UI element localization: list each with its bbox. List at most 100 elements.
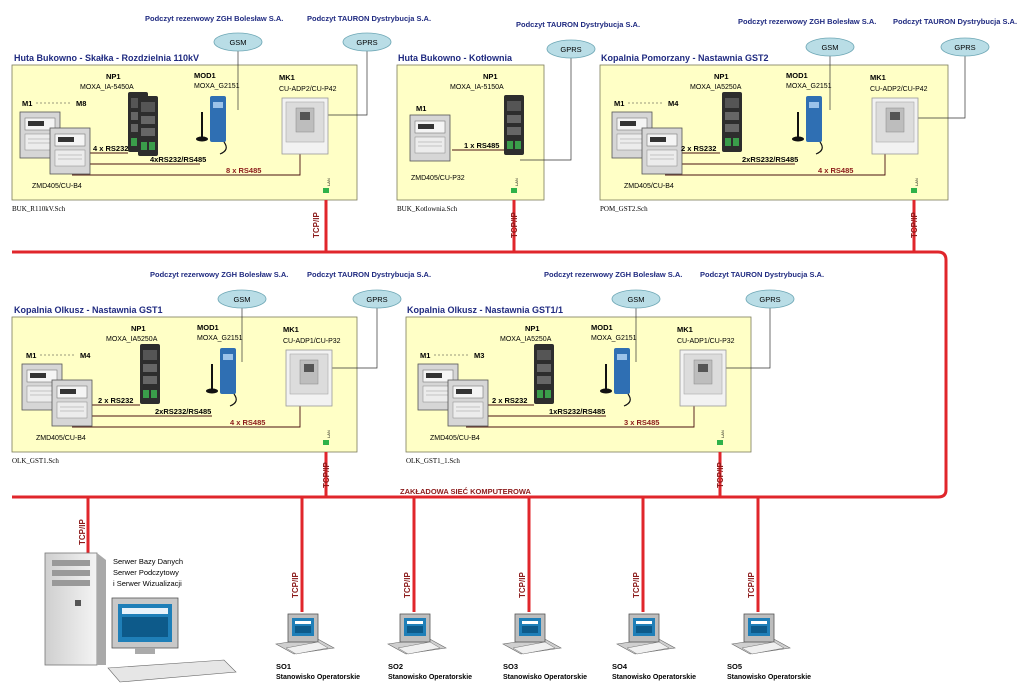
mod-model: MOXA_G2151 xyxy=(786,83,832,90)
meter-model: ZMD405/CU-B4 xyxy=(430,435,480,442)
mk-label: MK1 xyxy=(677,325,693,334)
site-header-right: Podczyt TAURON Dystrybucja S.A. xyxy=(307,270,431,279)
station-name: Stanowisko Operatorskie xyxy=(612,674,696,681)
station-name: Stanowisko Operatorskie xyxy=(503,674,587,681)
mod-model: MOXA_G2151 xyxy=(591,335,637,342)
link-label-1: 2 x RS232 xyxy=(98,396,133,405)
station-id: SO5 xyxy=(727,662,742,671)
station-id: SO3 xyxy=(503,662,518,671)
np-label: NP1 xyxy=(525,324,540,333)
gprs-cloud-4 xyxy=(352,289,402,309)
mk-model: CU-ADP1/CU-P32 xyxy=(677,338,735,345)
lan-label: LAN xyxy=(326,430,331,438)
site-title: Kopalnia Pomorzany - Nastawnia GST2 xyxy=(601,53,769,63)
meter-icon xyxy=(409,114,451,162)
station-tcp-label: TCP/IP xyxy=(291,572,300,598)
link-label-2: 4xRS232/RS485 xyxy=(150,155,206,164)
link-label-2: 2xRS232/RS485 xyxy=(742,155,798,164)
gprs-cloud-3 xyxy=(940,37,990,57)
mod-label: MOD1 xyxy=(194,71,216,80)
site-title: Kopalnia Olkusz - Nastawnia GST1/1 xyxy=(407,305,563,315)
meter-model: ZMD405/CU-B4 xyxy=(36,435,86,442)
tcp-label: TCP/IP xyxy=(312,212,321,238)
operator-station-icon xyxy=(616,613,676,655)
gsm-cloud-4 xyxy=(217,289,267,309)
network-label: ZAKŁADOWA SIEĆ KOMPUTEROWA xyxy=(400,487,532,496)
meter-model: ZMD405/CU-B4 xyxy=(32,183,82,190)
server-tcp-label: TCP/IP xyxy=(78,519,87,545)
mod-label: MOD1 xyxy=(786,71,808,80)
metering-cabinet-icon xyxy=(285,349,333,407)
meters-from: M1 xyxy=(614,99,624,108)
site-file: BUK_R110kV.Sch xyxy=(12,205,66,213)
mk-label: MK1 xyxy=(870,73,886,82)
moxa-router-icon xyxy=(504,95,524,155)
station-name: Stanowisko Operatorskie xyxy=(388,674,472,681)
np-model: MOXA_IA5250A xyxy=(500,336,552,343)
link-label-3: 8 x RS485 xyxy=(226,166,261,175)
site-title: Huta Bukowno - Kotłownia xyxy=(398,53,513,63)
gsm-label: GSM xyxy=(233,295,250,304)
meters-from: M1 xyxy=(26,351,36,360)
operator-station-icon xyxy=(502,613,562,655)
mk-model: CU-ADP1/CU-P32 xyxy=(283,338,341,345)
mod-label: MOD1 xyxy=(197,323,219,332)
mk-label: MK1 xyxy=(283,325,299,334)
site-header-left: Podczyt rezerwowy ZGH Bolesław S.A. xyxy=(738,17,876,26)
site-title: Kopalnia Olkusz - Nastawnia GST1 xyxy=(14,305,163,315)
gprs-cloud-1 xyxy=(342,32,392,52)
lan-label: LAN xyxy=(720,430,725,438)
gprs-label: GPRS xyxy=(759,295,780,304)
metering-cabinet-icon xyxy=(871,97,919,155)
gprs-label: GPRS xyxy=(356,38,377,47)
site-header-left: Podczyt rezerwowy ZGH Bolesław S.A. xyxy=(150,270,288,279)
gsm-label: GSM xyxy=(821,43,838,52)
meters-from: M1 xyxy=(420,351,430,360)
lan-label: LAN xyxy=(914,178,919,186)
tcp-label: TCP/IP xyxy=(716,462,725,488)
gsm-label: GSM xyxy=(229,38,246,47)
gsm-cloud-1 xyxy=(213,32,263,52)
tcp-label: TCP/IP xyxy=(510,212,519,238)
link-label-3: 4 x RS485 xyxy=(818,166,853,175)
meters-to: M4 xyxy=(668,99,679,108)
np-model: MOXA_IA5250A xyxy=(690,84,742,91)
site-header-right: Podczyt TAURON Dystrybucja S.A. xyxy=(700,270,824,279)
mk-label: MK1 xyxy=(279,73,295,82)
moxa-router-icon xyxy=(138,96,158,156)
np-model: MOXA_IA-5150A xyxy=(450,84,504,91)
moxa-router-icon xyxy=(722,92,742,152)
mk-model: CU-ADP2/CU-P42 xyxy=(279,86,337,93)
link-label-1: 1 x RS485 xyxy=(464,141,499,150)
site-file: POM_GST2.Sch xyxy=(600,205,648,213)
meter-icon xyxy=(49,127,91,175)
link-label-2: 1xRS232/RS485 xyxy=(549,407,605,416)
lan-label: LAN xyxy=(326,178,331,186)
np-label: NP1 xyxy=(714,72,729,81)
operator-station-icon xyxy=(731,613,791,655)
station-tcp-label: TCP/IP xyxy=(632,572,641,598)
np-label: NP1 xyxy=(131,324,146,333)
site-title: Huta Bukowno - Skałka - Rozdzielnia 110k… xyxy=(14,53,199,63)
station-tcp-label: TCP/IP xyxy=(518,572,527,598)
np-label: NP1 xyxy=(483,72,498,81)
server-label-line2: Serwer Podczytowy xyxy=(113,568,179,577)
np-model: MOXA_IA-5450A xyxy=(80,84,134,91)
moxa-router-icon xyxy=(140,344,160,404)
gsm-cloud-5 xyxy=(611,289,661,309)
station-tcp-label: TCP/IP xyxy=(747,572,756,598)
gprs-cloud-2 xyxy=(546,39,596,59)
meter-model: ZMD405/CU-B4 xyxy=(624,183,674,190)
station-name: Stanowisko Operatorskie xyxy=(276,674,360,681)
link-label-1: 4 x RS232 xyxy=(93,144,128,153)
site-header-right: Podczyt TAURON Dystrybucja S.A. xyxy=(893,17,1017,26)
bus-links xyxy=(72,140,886,428)
site-file: OLK_GST1.Sch xyxy=(12,457,59,465)
mod-model: MOXA_G2151 xyxy=(197,335,243,342)
site-header-right: Podczyt TAURON Dystrybucja S.A. xyxy=(307,14,431,23)
meter-model: ZMD405/CU-P32 xyxy=(411,175,465,182)
link-label-3: 3 x RS485 xyxy=(624,418,659,427)
operator-station-icon xyxy=(275,613,335,655)
np-label: NP1 xyxy=(106,72,121,81)
